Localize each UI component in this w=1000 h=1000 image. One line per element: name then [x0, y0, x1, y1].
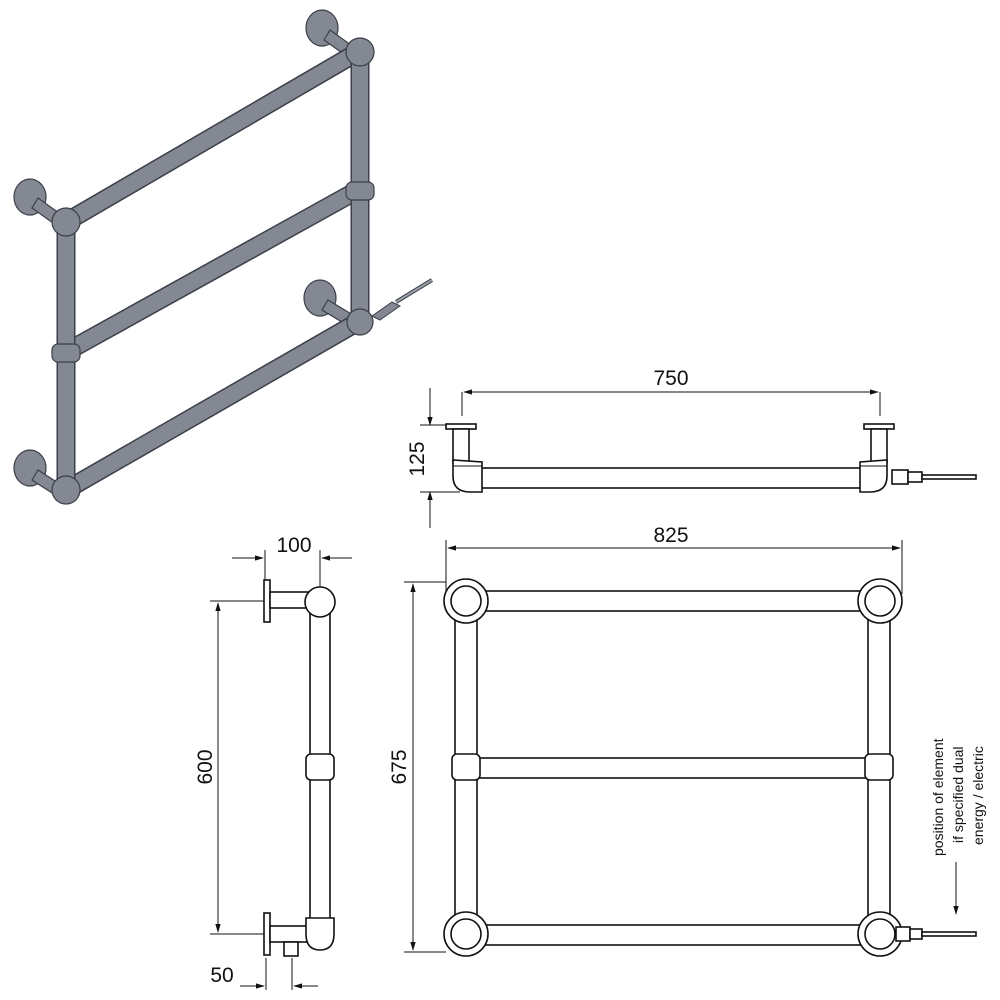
iso-fittings	[51, 37, 375, 505]
dim-side-depth: 100	[276, 534, 311, 557]
side-view: 100 600 50	[194, 534, 352, 990]
dim-front-height: 675	[388, 749, 411, 784]
dim-side-height: 600	[194, 749, 217, 784]
dim-front-width: 825	[653, 524, 688, 547]
front-view: 825 675 position of element if specified…	[388, 524, 986, 957]
dim-side-bottom: 50	[210, 964, 233, 987]
iso-rails	[56, 42, 368, 500]
note-line-2: if specified dual	[950, 746, 966, 843]
dim-top-width: 750	[653, 367, 688, 390]
top-view: 750 125	[406, 367, 977, 528]
isometric-view	[13, 9, 434, 505]
note-line-3: energy / electric	[970, 746, 986, 845]
dim-top-depth: 125	[406, 441, 429, 476]
note-line-1: position of element	[930, 738, 946, 856]
iso-heating-element	[371, 278, 434, 321]
